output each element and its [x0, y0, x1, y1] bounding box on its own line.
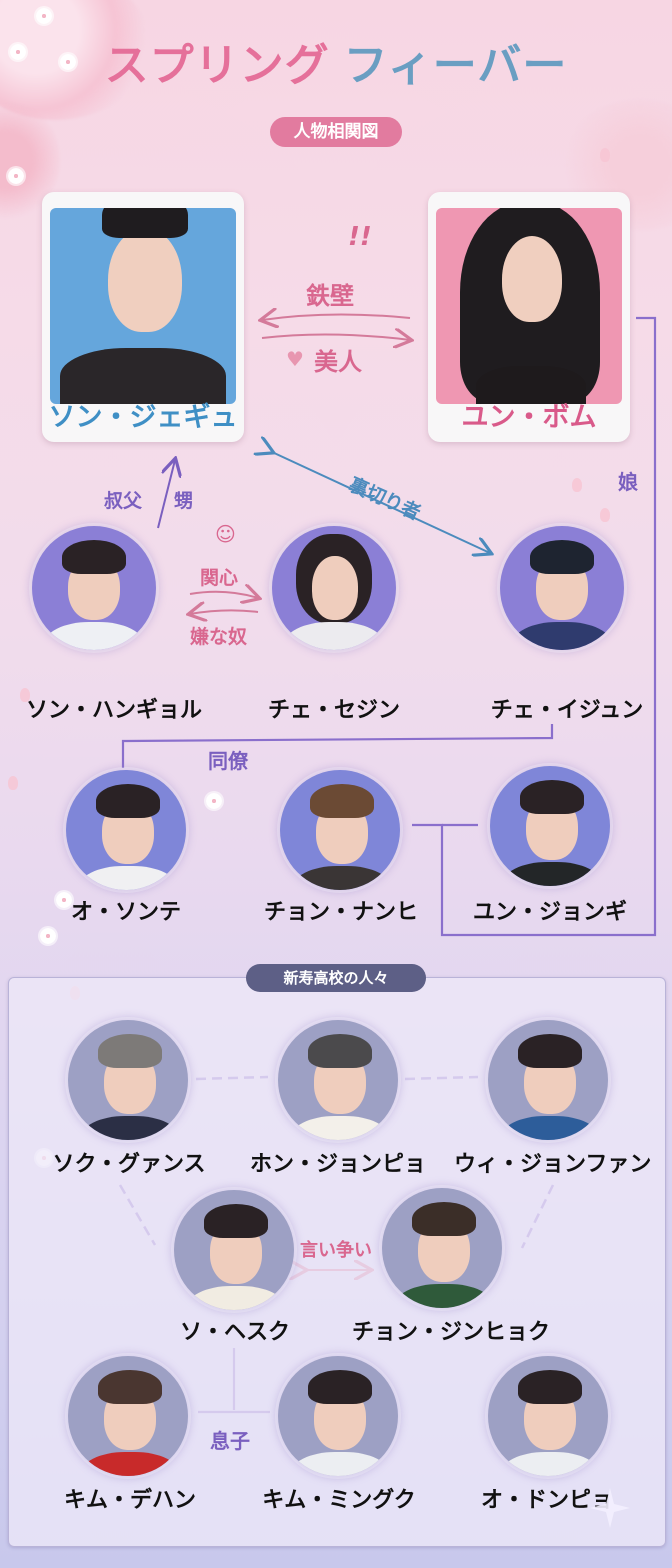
- portrait-choi-ijun[interactable]: [500, 526, 624, 650]
- flower-icon: [36, 8, 52, 24]
- subtitle-badge: 人物相関図: [270, 117, 402, 147]
- character-name-son-hangyeol: ソン・ハンギョル: [25, 698, 202, 723]
- exclaim-mark: !!: [348, 222, 372, 252]
- title-part2: フィーバー: [343, 40, 568, 91]
- flower-icon: [206, 793, 222, 809]
- heart-icon: ♥: [286, 347, 304, 371]
- portrait-oh-donpyo[interactable]: [488, 1356, 608, 1476]
- relation-label-beauty: 美人: [314, 348, 362, 376]
- character-card-yun-bom[interactable]: ユン・ボム: [428, 192, 630, 442]
- relation-label-uncle: 叔父: [104, 490, 143, 512]
- portrait-so-hesuk[interactable]: [174, 1190, 294, 1310]
- portrait-kim-dehan[interactable]: [68, 1356, 188, 1476]
- character-name-kim-mingguk: キム・ミングク: [262, 1488, 416, 1513]
- portrait-oh-sonte[interactable]: [66, 770, 186, 890]
- character-name-jeong-nanhi: チョン・ナンヒ: [263, 900, 418, 925]
- portrait-jeong-jinhyeok[interactable]: [382, 1188, 502, 1308]
- character-name-kim-dehan: キム・デハン: [63, 1488, 196, 1513]
- relation-label-son: 息子: [210, 1429, 250, 1453]
- flower-icon: [10, 44, 26, 60]
- character-name-choi-ijun: チェ・イジュン: [490, 698, 644, 723]
- petal-icon: [600, 148, 610, 162]
- portrait-jeong-nanhi[interactable]: [280, 770, 400, 890]
- character-card-son-jegyu[interactable]: ソン・ジェギュ: [42, 192, 244, 442]
- flower-icon: [40, 928, 56, 944]
- relation-label-disliked: 嫌な奴: [190, 626, 248, 648]
- character-name-oh-donpyo: オ・ドンピョ: [480, 1488, 613, 1513]
- portrait-son-hangyeol[interactable]: [32, 526, 156, 650]
- character-name: ソン・ジェギュ: [48, 402, 238, 433]
- portrait-photo: [50, 208, 236, 404]
- relation-label-iron-wall: 鉄壁: [306, 282, 354, 310]
- relation-label-daughter: 娘: [618, 470, 638, 494]
- smile-icon: ☺: [215, 522, 236, 546]
- flower-icon: [56, 892, 72, 908]
- portrait-seok-gwangsu[interactable]: [68, 1020, 188, 1140]
- school-section-header: 新寿高校の人々: [246, 964, 426, 992]
- character-name: ユン・ボム: [461, 402, 597, 433]
- character-name-yun-jonggi: ユン・ジョンギ: [472, 900, 627, 925]
- character-name-choi-sejin: チェ・セジン: [267, 698, 400, 723]
- character-name-seok-gwangsu: ソク・グァンス: [52, 1152, 206, 1177]
- portrait-yun-jonggi[interactable]: [490, 766, 610, 886]
- portrait-hong-jongpyo[interactable]: [278, 1020, 398, 1140]
- portrait-wi-jonghwan[interactable]: [488, 1020, 608, 1140]
- petal-icon: [572, 478, 582, 492]
- relation-label-interest: 関心: [200, 567, 239, 589]
- title-part1: スプリング: [104, 40, 330, 91]
- character-name-jeong-jinhyeok: チョン・ジンヒョク: [352, 1320, 551, 1345]
- relation-label-nephew: 甥: [174, 490, 194, 512]
- portrait-kim-mingguk[interactable]: [278, 1356, 398, 1476]
- character-name-wi-jonghwan: ウィ・ジョンファン: [454, 1152, 652, 1177]
- relation-label-colleague: 同僚: [208, 749, 248, 773]
- petal-icon: [20, 688, 30, 702]
- petal-icon: [8, 776, 18, 790]
- character-name-hong-jongpyo: ホン・ジョンピョ: [249, 1152, 426, 1177]
- relation-label-argument: 言い争い: [300, 1240, 372, 1261]
- flower-icon: [8, 168, 24, 184]
- page-title: スプリングフィーバー: [0, 44, 672, 88]
- portrait-choi-sejin[interactable]: [272, 526, 396, 650]
- portrait-photo: [436, 208, 622, 404]
- petal-icon: [600, 508, 610, 522]
- character-name-oh-sonte: オ・ソンテ: [70, 900, 181, 925]
- relation-label-traitor: 裏切り者: [345, 473, 424, 525]
- character-name-so-hesuk: ソ・ヘスク: [179, 1320, 290, 1345]
- flower-icon: [60, 54, 76, 70]
